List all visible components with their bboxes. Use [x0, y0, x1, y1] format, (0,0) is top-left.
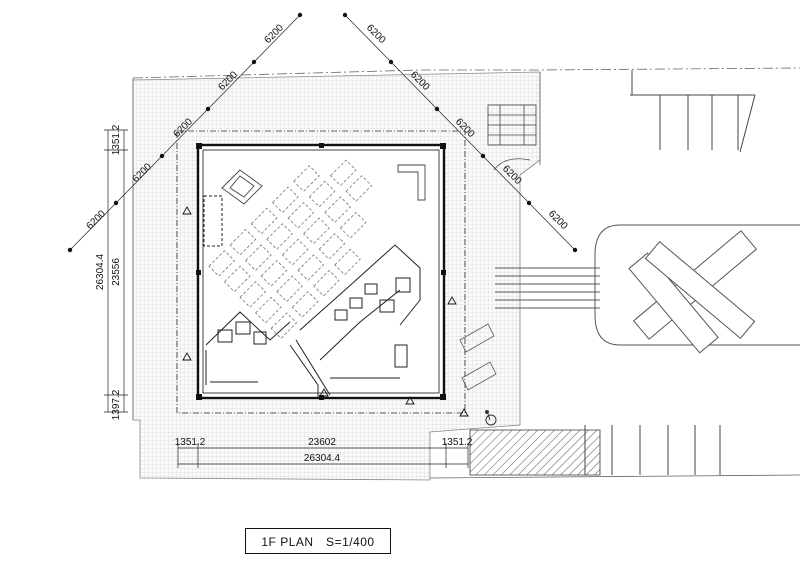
dim-inner-span-vertical: 23556 [111, 258, 122, 286]
shelving-grid [208, 159, 373, 339]
road-island [594, 224, 800, 354]
dim-top-offset: 1351.2 [111, 124, 122, 155]
display-plinth [221, 169, 263, 205]
horizontal-dimension-chain [177, 443, 469, 468]
site-boundary [132, 67, 800, 479]
dim-total-span-vertical: 26304.4 [95, 253, 106, 290]
hatched-planting-area [469, 429, 601, 476]
structural-columns [196, 143, 446, 400]
service-counter [397, 164, 426, 201]
eave-line [176, 130, 466, 414]
dim-left-offset: 1351.2 [175, 437, 206, 448]
drawing-title-box: 1F PLAN S=1/400 [245, 528, 391, 554]
diagonal-dim-label: 6200 [262, 22, 286, 46]
parking-stalls-top [630, 70, 756, 153]
diagonal-dim-label: 6200 [84, 208, 108, 232]
vertical-dimension-chain [104, 129, 128, 413]
dim-bottom-offset: 1397.2 [111, 389, 122, 420]
back-of-house-rooms [203, 195, 421, 398]
crosswalk [495, 267, 600, 309]
dim-right-offset: 1351.2 [442, 437, 473, 448]
wheelchair-icon [485, 410, 497, 426]
dim-total-span-horizontal: 26304.4 [304, 453, 341, 464]
diagonal-dim-label: 6200 [546, 208, 570, 232]
entrance-markers [182, 206, 469, 417]
parking-stalls-bottom [584, 425, 721, 475]
pergola-structure [487, 104, 537, 171]
drawing-title: 1F PLAN S=1/400 [261, 534, 375, 549]
exterior-benches [459, 323, 497, 391]
diagonal-grid-ticks [67, 12, 578, 253]
diagonal-dim-label: 6200 [364, 22, 388, 46]
building-footprint [196, 143, 446, 400]
dim-inner-span-horizontal: 23602 [308, 437, 336, 448]
